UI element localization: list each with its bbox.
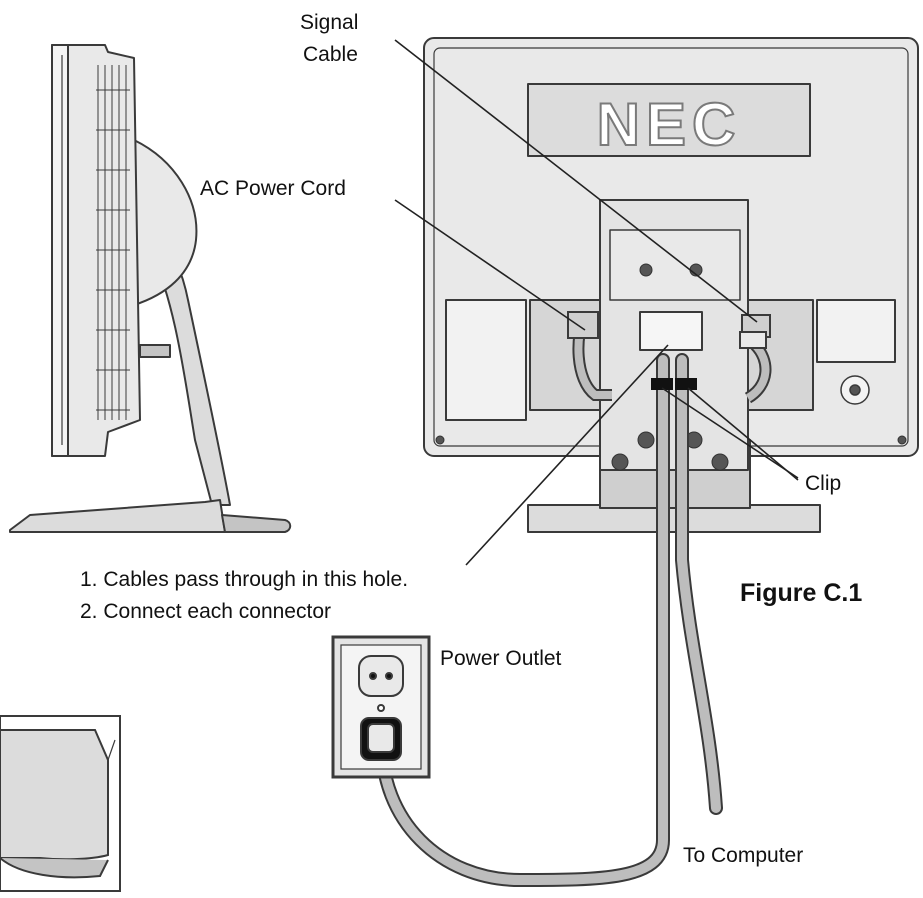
leader-signal-cable <box>394 39 758 323</box>
side-base <box>9 499 226 533</box>
figure-title: Figure C.1 <box>740 579 863 607</box>
leader-lines <box>394 39 799 566</box>
side-hinge-housing <box>133 139 198 306</box>
leader-ac-power-cord <box>394 199 586 331</box>
clip-icon <box>651 378 673 390</box>
screw-icon <box>711 453 729 471</box>
brand-logo: NEC <box>597 91 742 158</box>
rear-right-panel <box>816 299 896 363</box>
label-instruction-2: 2. Connect each connector <box>80 600 331 623</box>
outlet-socket-upper <box>358 655 404 697</box>
screw-icon <box>435 435 445 445</box>
screw-icon <box>611 453 629 471</box>
label-clip: Clip <box>805 472 842 495</box>
label-power-outlet: Power Outlet <box>440 647 562 670</box>
cable-clips <box>651 378 697 390</box>
label-ac-power-cord: AC Power Cord <box>200 177 346 200</box>
side-vent-grille <box>97 65 127 420</box>
cable-pass-hole <box>639 311 703 351</box>
side-arm-bracket <box>139 344 171 358</box>
rear-left-panel <box>445 299 527 421</box>
monitor-side-view <box>9 44 292 533</box>
logo-plate <box>527 83 811 157</box>
ac-connector <box>567 311 612 401</box>
label-to-computer: To Computer <box>683 844 804 867</box>
leader-hole <box>465 344 669 566</box>
label-instruction-1: 1. Cables pass through in this hole. <box>80 568 409 591</box>
label-signal-cable-line2: Cable <box>303 43 358 66</box>
power-outlet <box>331 635 431 779</box>
leader-clip-1 <box>661 387 799 479</box>
security-slot <box>840 375 870 405</box>
signal-connector <box>739 314 772 404</box>
rear-stand-base <box>527 504 821 533</box>
rear-screws <box>435 263 907 471</box>
side-front-bezel <box>51 44 69 457</box>
screw-icon <box>897 435 907 445</box>
clip-icon <box>675 378 697 390</box>
screw-icon <box>637 431 655 449</box>
label-signal-cable-line1: Signal <box>300 11 359 34</box>
inset-detail <box>0 715 121 892</box>
cables <box>374 353 723 888</box>
side-vent-ticks <box>96 89 130 411</box>
leader-clip-2 <box>687 387 799 481</box>
screw-icon <box>639 263 653 277</box>
side-base-foot <box>221 514 292 533</box>
